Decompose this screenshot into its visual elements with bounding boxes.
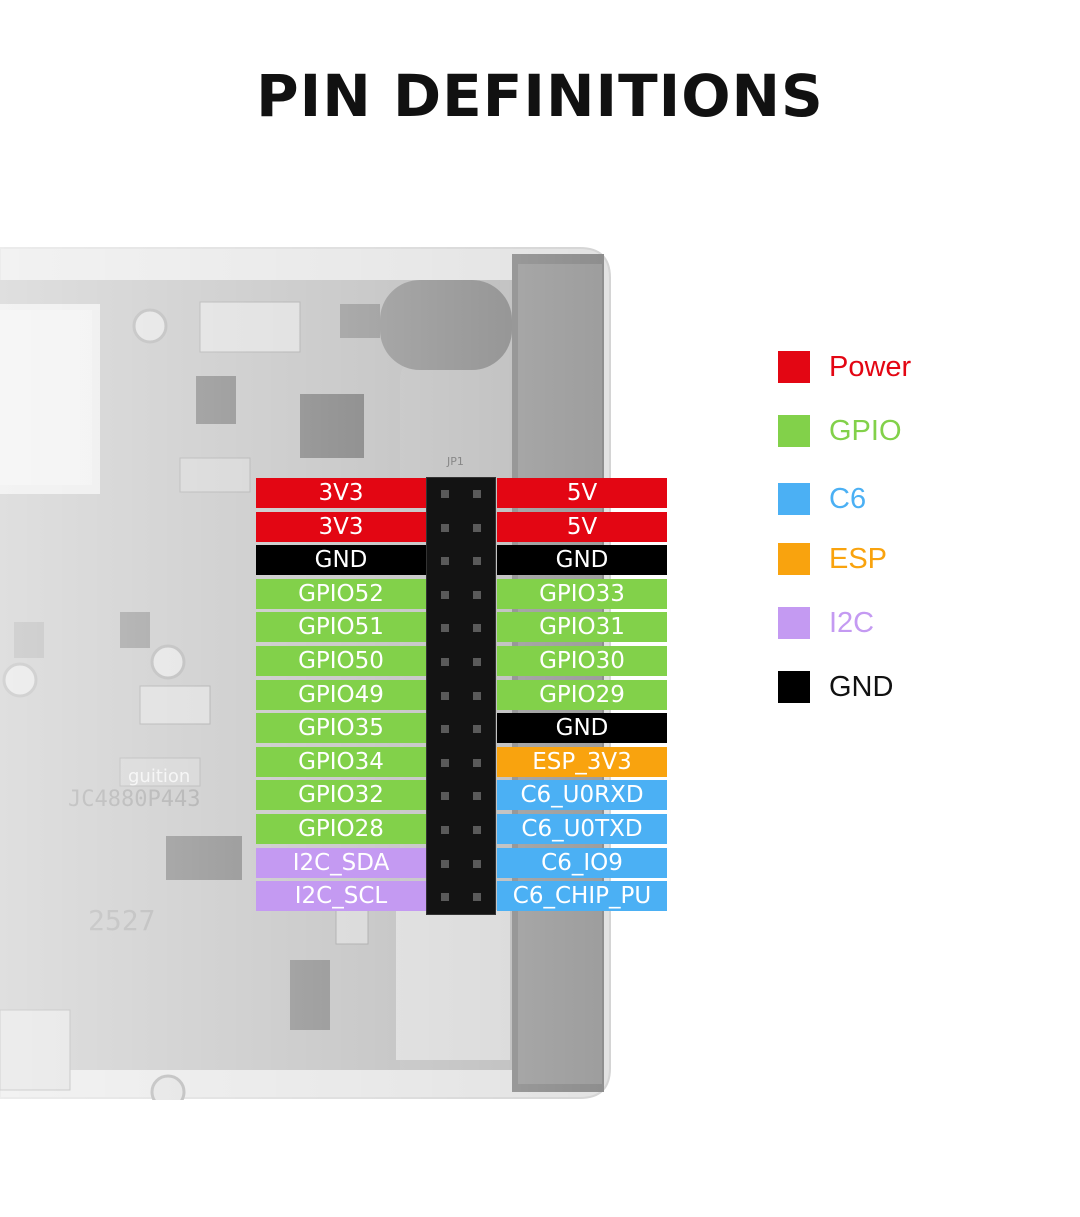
legend-item-power: Power: [778, 350, 1018, 384]
legend-item-gnd: GND: [778, 670, 1018, 704]
legend-label: C6: [829, 482, 867, 515]
header-pin: [473, 725, 481, 734]
pin-label-right: C6_CHIP_PU: [497, 881, 667, 912]
header-pin: [441, 826, 449, 834]
pin-label-right: GPIO29: [497, 679, 667, 710]
header-pin: [473, 758, 481, 767]
pin-label-right: ESP_3V3: [497, 746, 667, 777]
header-pin: [441, 658, 449, 666]
legend-item-c6: C6: [778, 482, 1018, 516]
legend-swatch: [778, 351, 810, 383]
pin-label-right: C6_U0TXD: [497, 814, 667, 844]
pin-label-right: GND: [497, 713, 667, 744]
pin-label-left: GPIO32: [256, 780, 426, 811]
legend-item-esp: ESP: [778, 542, 1018, 576]
pin-label-right: GPIO33: [497, 578, 667, 609]
pin-label-right: 5V: [497, 511, 667, 542]
legend-label: GPIO: [829, 414, 902, 447]
header-pin: [473, 624, 481, 633]
legend-label: I2C: [829, 606, 875, 639]
header-pin: [473, 826, 481, 834]
header-pin: [473, 658, 481, 666]
header-label: JP1: [447, 455, 464, 468]
pin-label-right: C6_U0RXD: [497, 780, 667, 811]
pin-label-left: 3V3: [256, 511, 426, 542]
header-pin: [473, 893, 481, 902]
header-pin: [441, 691, 449, 700]
header-pin: [441, 758, 449, 767]
legend-label: Power: [829, 350, 912, 383]
pin-label-right: GPIO30: [497, 646, 667, 676]
header-pin: [441, 859, 449, 868]
pin-label-right: GND: [497, 545, 667, 576]
pin-label-left: GPIO49: [256, 679, 426, 710]
pin-label-left: GND: [256, 545, 426, 576]
pin-label-right: 5V: [497, 478, 667, 508]
header-pin: [441, 893, 449, 902]
page-title: PIN DEFINITIONS: [256, 62, 824, 130]
pin-label-left: 3V3: [256, 478, 426, 508]
header-pin: [473, 792, 481, 801]
pin-label-left: I2C_SDA: [256, 847, 426, 878]
header-pin: [473, 691, 481, 700]
legend-swatch: [778, 415, 810, 447]
pin-label-left: GPIO35: [256, 713, 426, 744]
pin-header: [426, 477, 496, 915]
header-pin: [473, 859, 481, 868]
pin-label-left: GPIO28: [256, 814, 426, 844]
pin-label-left: GPIO34: [256, 746, 426, 777]
legend-swatch: [778, 483, 810, 515]
header-pin: [441, 590, 449, 599]
header-pin: [473, 490, 481, 498]
header-pin: [441, 792, 449, 801]
header-pin: [441, 523, 449, 532]
header-pin: [441, 490, 449, 498]
header-pin: [473, 523, 481, 532]
pin-label-left: I2C_SCL: [256, 881, 426, 912]
pin-label-right: C6_IO9: [497, 847, 667, 878]
header-pin: [473, 590, 481, 599]
legend-swatch: [778, 543, 810, 575]
header-pin: [441, 725, 449, 734]
pin-label-right: GPIO31: [497, 612, 667, 643]
header-pin: [441, 557, 449, 566]
pin-label-left: GPIO52: [256, 578, 426, 609]
legend-item-gpio: GPIO: [778, 414, 1018, 448]
pin-label-left: GPIO50: [256, 646, 426, 676]
header-pin: [473, 557, 481, 566]
legend-item-i2c: I2C: [778, 606, 1018, 640]
legend-swatch: [778, 671, 810, 703]
pin-label-left: GPIO51: [256, 612, 426, 643]
legend-label: ESP: [829, 542, 888, 575]
header-pin: [441, 624, 449, 633]
legend-swatch: [778, 607, 810, 639]
legend-label: GND: [829, 670, 894, 703]
